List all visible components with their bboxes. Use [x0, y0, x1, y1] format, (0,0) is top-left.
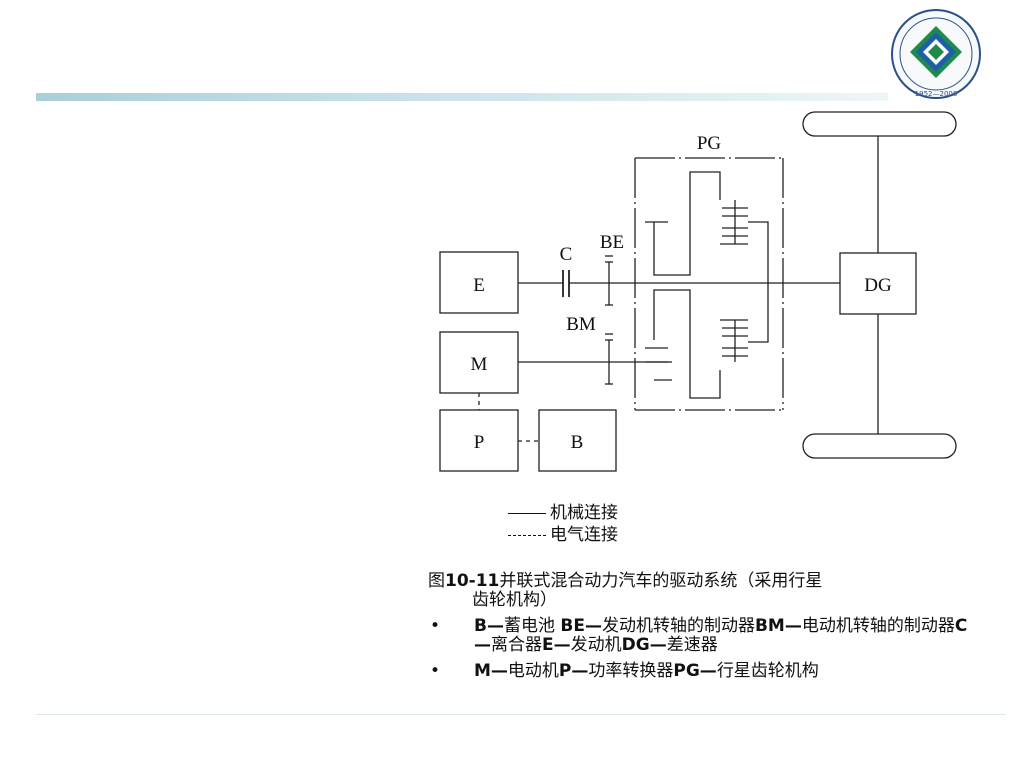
list-item: • M—电动机P—功率转换器PG—行星齿轮机构	[428, 662, 968, 681]
abbreviation-list: • B—蓄电池 BE—发动机转轴的制动器BM—电动机转轴的制动器C—离合器E—发动…	[428, 617, 968, 681]
bullet-marker: •	[430, 661, 441, 681]
dashed-line-swatch	[508, 534, 546, 536]
legend-mechanical: 机械连接	[508, 502, 618, 524]
electrical-connections	[478, 393, 539, 442]
bullet-marker: •	[430, 616, 441, 636]
list-item: • B—蓄电池 BE—发动机转轴的制动器BM—电动机转轴的制动器C—离合器E—发动…	[428, 617, 968, 655]
svg-text:1952—2008: 1952—2008	[915, 90, 958, 98]
motor-brake-label: BM	[566, 314, 596, 335]
engine-label: E	[473, 275, 485, 296]
bullet-text: M—电动机P—功率转换器PG—行星齿轮机构	[474, 661, 819, 681]
header-accent-bar	[36, 93, 888, 101]
planetary-gear-label: PG	[697, 133, 722, 154]
clutch-label: C	[560, 244, 573, 265]
legend-electrical: 电气连接	[508, 524, 618, 546]
rear-wheel	[802, 433, 957, 459]
battery-label: B	[571, 432, 584, 453]
differential-label: DG	[864, 275, 892, 296]
diagram-legend: 机械连接 电气连接	[508, 502, 618, 546]
university-seal-logo: 1952—2008	[891, 9, 981, 99]
figure-caption-block: 图10-11并联式混合动力汽车的驱动系统（采用行星 齿轮机构） • B—蓄电池 B…	[428, 572, 968, 681]
front-wheel	[802, 111, 957, 137]
solid-line-swatch	[508, 512, 546, 514]
legend-mechanical-label: 机械连接	[550, 503, 618, 523]
figure-caption: 图10-11并联式混合动力汽车的驱动系统（采用行星 齿轮机构）	[428, 571, 823, 610]
bullet-text: B—蓄电池 BE—发动机转轴的制动器BM—电动机转轴的制动器C—离合器E—发动机…	[474, 616, 968, 655]
footer-divider	[36, 714, 1006, 715]
seal-year-text: 1952—2008	[915, 90, 958, 98]
planetary-gear-enclosure	[634, 157, 784, 411]
motor-label: M	[471, 354, 488, 375]
battery-box	[538, 409, 617, 472]
legend-electrical-label: 电气连接	[550, 525, 618, 545]
engine-brake-label: BE	[600, 232, 624, 253]
power-converter-label: P	[474, 432, 485, 453]
